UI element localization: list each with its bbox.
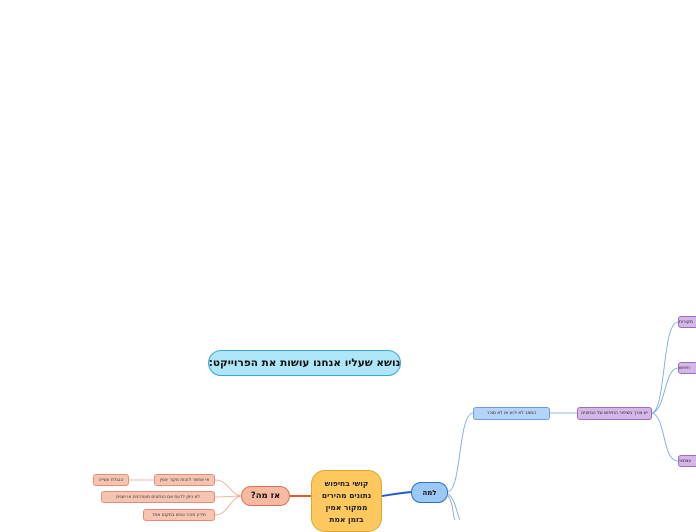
purple-leaf-node[interactable]: מקורות [678, 316, 696, 328]
connector-sowhat-item-3 [214, 495, 242, 516]
improvement-node[interactable]: יש צורך בשיפור החיפוש של הנתונים [577, 407, 652, 420]
central-line-1: קושי בחיפוש [324, 479, 369, 488]
central-line-2: נתונים מהירים [321, 491, 372, 500]
why-node[interactable]: למה [411, 482, 448, 503]
connector-purple-leaf-1 [651, 321, 679, 414]
connector-purple-leaf-2 [651, 367, 679, 414]
central-line-3: ממקור אמין [325, 503, 368, 512]
why-branch-node[interactable]: המצב לא ידוע או לא מוכר [473, 407, 550, 420]
connector-why-down-1 [447, 493, 461, 520]
connector-sowhat-item-1 [214, 479, 242, 497]
so-what-item-node[interactable]: לא ניתן לדעת אם הנתונים מעודכנים או ישני… [101, 491, 215, 503]
connector-why-down-2 [447, 495, 456, 520]
central-line-4: בזמן אמת [329, 515, 364, 524]
topic-title[interactable]: נושא שעליו אנחנו עושות את הפרוייקט: [208, 350, 401, 376]
purple-leaf-node[interactable]: עצמאי [678, 455, 696, 467]
so-what-item-node[interactable]: מידע מהיר ונגיש במקום אחד [143, 509, 215, 521]
connector-sowhat-item-2 [214, 495, 242, 498]
so-what-item-node[interactable]: אי אפשר לזהות מקור אמין [154, 474, 215, 486]
connector-why-sub [447, 412, 474, 493]
so-what-subitem-node[interactable]: הגבלת עשייה [93, 474, 129, 486]
mind-map-connectors [129, 321, 679, 520]
so-what-node[interactable]: אז מה? [241, 486, 290, 506]
connector-central-why [381, 491, 412, 497]
purple-leaf-node[interactable]: חיפוש [678, 362, 696, 374]
connector-purple-leaf-3 [651, 412, 679, 462]
central-topic-node[interactable]: קושי בחיפוש נתונים מהירים ממקור אמין בזמ… [311, 470, 382, 532]
